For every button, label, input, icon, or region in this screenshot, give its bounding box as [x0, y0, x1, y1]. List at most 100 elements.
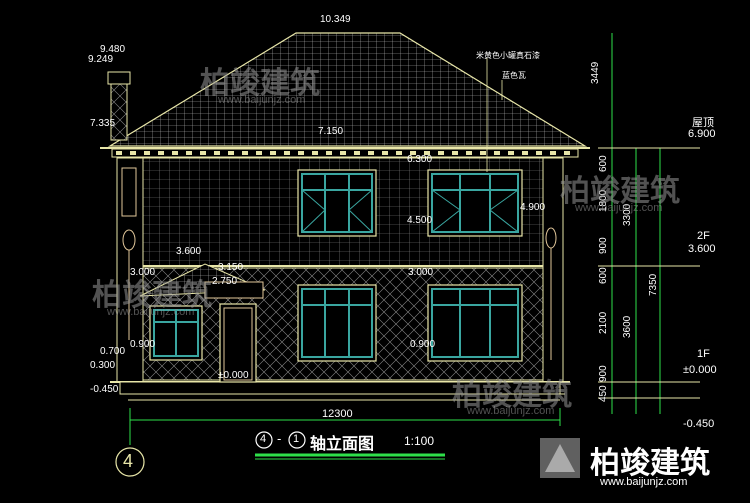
eave-dentil	[424, 151, 430, 155]
eave-dentil	[200, 151, 206, 155]
window-1f-right	[427, 284, 523, 362]
title-axis-from-circle	[255, 431, 273, 449]
elev-entrance-peak: 3.150	[218, 262, 244, 273]
entrance-steps	[125, 393, 565, 401]
watermark-url-bottom: www.baijunjz.com	[600, 476, 688, 488]
dim-seg-roof: 3449	[590, 61, 601, 84]
eave-dentil	[550, 151, 556, 155]
level-2f-name: 2F	[697, 230, 710, 242]
level-ground-value: -0.450	[683, 418, 715, 430]
level-1f-value: ±0.000	[683, 364, 717, 376]
elev-2f-head: 6.300	[407, 154, 433, 165]
elev-entrance-eave: 2.750	[212, 276, 238, 287]
eave-dentil	[508, 151, 514, 155]
eave-dentil	[368, 151, 374, 155]
level-roof-name: 屋顶	[692, 117, 714, 129]
elev-ground-left: -0.450	[90, 384, 119, 395]
eave-dentil	[130, 151, 136, 155]
eave-dentil	[186, 151, 192, 155]
wall-material-note: 米黄色小罐真石漆	[476, 51, 540, 60]
title-axis-to-circle	[288, 431, 306, 449]
eave-dentil	[536, 151, 542, 155]
entrance-roof	[139, 263, 266, 299]
level-roof-value: 6.900	[688, 128, 716, 140]
dim-seg-450: 450	[598, 385, 609, 402]
eave-dentil	[326, 151, 332, 155]
annotation-leaders	[486, 58, 503, 172]
watermark-url-top: www.baijunjz.com	[218, 94, 306, 106]
elev-sill-left: 0.900	[130, 339, 156, 350]
dim-seg-900b: 900	[598, 365, 609, 382]
eave-dentil	[410, 151, 416, 155]
roof-material-note: 蓝色瓦	[502, 71, 526, 80]
dim-seg-2100: 2100	[598, 311, 609, 334]
drawing-scale: 1:100	[404, 434, 435, 448]
eave-dentil	[214, 151, 220, 155]
eave-dentil	[284, 151, 290, 155]
chimney	[107, 71, 131, 141]
dim-seg-600b: 600	[598, 267, 609, 284]
total-width-dim: 12300	[322, 408, 353, 420]
level-2f-value: 3.600	[688, 243, 716, 255]
elev-zero: ±0.000	[218, 370, 249, 381]
elev-plinth: 0.700	[100, 346, 126, 357]
watermark-logo-bottom-right	[540, 438, 580, 478]
title-axis-from: 4	[260, 433, 267, 445]
elev-floor-edge: 0.300	[90, 360, 116, 371]
eave-dentil	[452, 151, 458, 155]
elev-ridge: 10.349	[320, 14, 351, 25]
eave-dentil	[270, 151, 276, 155]
elev-2f-sill: 4.500	[407, 215, 433, 226]
axis-bubble	[115, 447, 145, 477]
watermark-brand-bottom: 柏竣建筑	[590, 447, 710, 480]
elev-sill-right: 0.900	[410, 339, 436, 350]
bottom-dimension	[129, 408, 561, 445]
watermark-url-right: www.baijunjz.com	[575, 202, 663, 214]
dim-total-3600: 3600	[622, 315, 633, 338]
watermark-brand-center: 柏竣建筑	[452, 379, 572, 412]
watermark-url-left: www.baijunjz.com	[107, 306, 195, 318]
title-underline	[255, 453, 445, 460]
window-2f-left	[297, 169, 377, 237]
eave-dentil	[228, 151, 234, 155]
dim-total-7350: 7350	[648, 273, 659, 296]
title-axis-to: 1	[293, 433, 300, 445]
eave-dentil	[354, 151, 360, 155]
eave-dentil	[256, 151, 262, 155]
dim-seg-900a: 900	[598, 237, 609, 254]
axis-bubble-label: 4	[123, 451, 134, 471]
title-dash: -	[277, 431, 282, 446]
eave-dentil	[480, 151, 486, 155]
eave-dentil	[144, 151, 150, 155]
elev-1f-head-left: 3.000	[130, 267, 156, 278]
window-1f-center	[297, 284, 377, 362]
window-2f-right	[427, 169, 523, 237]
eave-dentil	[116, 151, 122, 155]
elev-2f-sill-right: 4.900	[520, 202, 546, 213]
eave-dentil	[158, 151, 164, 155]
drawing-title: 轴立面图	[310, 436, 375, 453]
watermark-brand-left: 柏竣建筑	[92, 279, 212, 312]
eave-dentil	[396, 151, 402, 155]
watermark-brand-top: 柏竣建筑	[200, 67, 320, 100]
right-column	[542, 157, 564, 383]
elev-chimney-side: 7.335	[90, 118, 116, 129]
window-1f-left	[149, 305, 203, 361]
eave-dentil	[438, 151, 444, 155]
eave-dentil	[172, 151, 178, 155]
elev-eave: 7.150	[318, 126, 344, 137]
eave-dentils	[116, 151, 570, 155]
elev-1f-head-right: 3.000	[408, 267, 434, 278]
right-dimension-lines	[598, 33, 700, 414]
eave-dentil	[382, 151, 388, 155]
eave-dentil	[494, 151, 500, 155]
watermark-url-center: www.baijunjz.com	[467, 405, 555, 417]
entrance-door	[219, 303, 257, 383]
eave-dentil	[564, 151, 570, 155]
elev-entrance-roof: 3.600	[176, 246, 202, 257]
watermark-brand-right: 柏竣建筑	[560, 175, 680, 208]
level-1f-name: 1F	[697, 348, 710, 360]
eave-dentil	[298, 151, 304, 155]
